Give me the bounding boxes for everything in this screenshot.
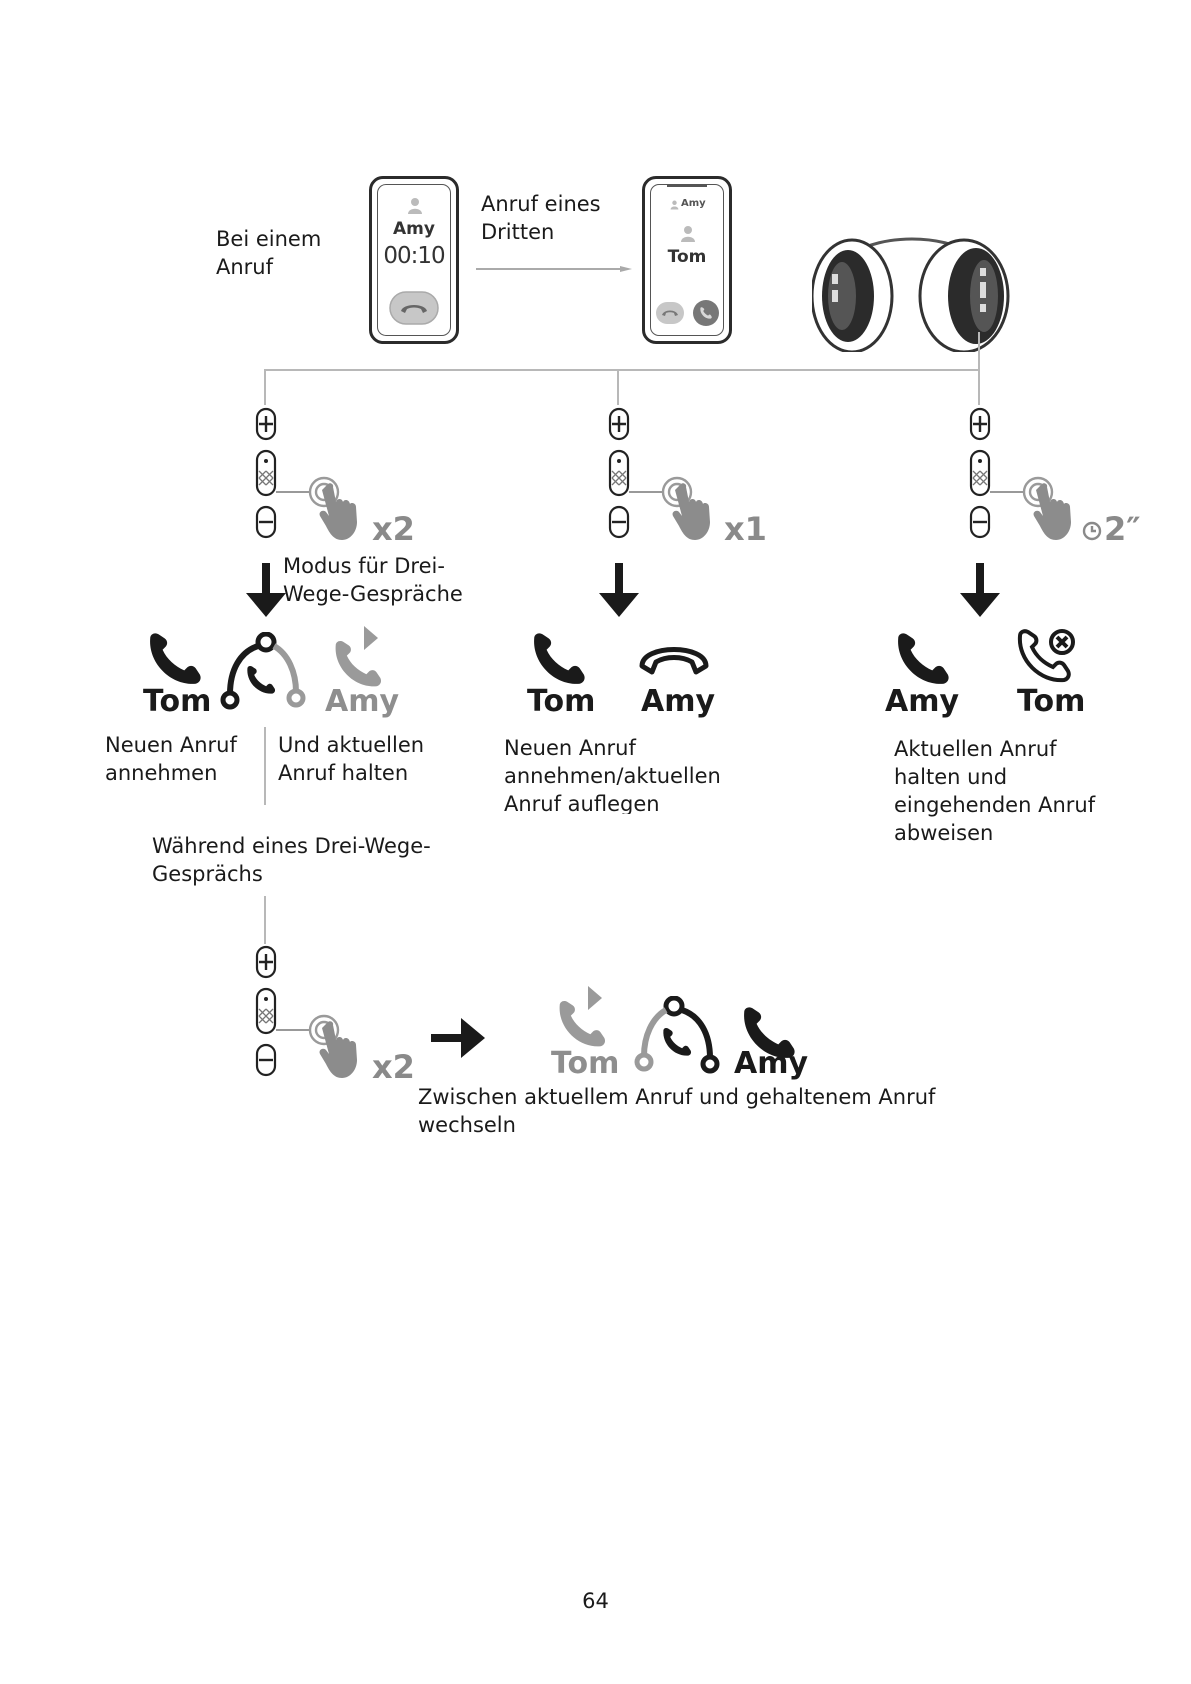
tap-hand-icon <box>661 476 721 546</box>
tap-hand-icon <box>308 476 368 546</box>
headphone-controls-icon <box>254 945 278 1077</box>
phone-call-timer: 00:10 <box>383 243 445 269</box>
branch-line <box>264 369 980 371</box>
headphone-controls-icon <box>254 407 278 539</box>
active-call-icon <box>528 630 590 688</box>
arrow-down-icon <box>244 563 288 619</box>
contact-avatar-icon <box>681 226 695 242</box>
arrow-down-icon <box>958 563 1002 619</box>
phone-caller-name: Tom <box>667 247 707 267</box>
caller-name-active: Tom <box>527 684 596 719</box>
branch-drop-right <box>978 332 980 405</box>
hang-up-icon <box>639 647 709 675</box>
during-call-label: Bei einem Anruf <box>216 227 322 279</box>
caller-name-active: Tom <box>143 684 212 719</box>
caption-switch-calls: Zwischen aktuellem Anruf und gehaltenem … <box>418 1085 936 1137</box>
caller-name-active: Amy <box>885 684 960 719</box>
call-rejected-icon <box>1017 629 1075 683</box>
controls-connector <box>276 491 310 493</box>
branch-drop-left <box>264 369 266 405</box>
controls-connector <box>990 491 1024 493</box>
caption-accept-end: Neuen Anruf annehmen/aktuellen Anruf auf… <box>504 736 721 814</box>
small-avatar-icon <box>670 200 679 210</box>
caption-hold-reject: Aktuellen Anruf halten und eingehenden A… <box>894 737 1096 845</box>
active-call-icon <box>144 630 206 688</box>
contact-avatar-icon <box>408 198 422 214</box>
caption-accept-new: Neuen Anruf annehmen <box>105 733 237 785</box>
press-count-label: x2 <box>372 1048 415 1086</box>
page-number: 64 <box>582 1589 609 1613</box>
bottom-connector <box>264 896 266 944</box>
press-duration-label: 2″ <box>1104 510 1141 548</box>
headphone-controls-icon <box>607 407 631 539</box>
phone-caller-name: Amy <box>393 219 435 239</box>
branch-drop-mid <box>617 369 619 405</box>
end-call-button-icon <box>389 291 439 325</box>
clock-icon <box>1082 521 1102 541</box>
transition-arrow-tip <box>620 266 632 272</box>
press-count-label: x1 <box>724 510 767 548</box>
headphones-image <box>812 237 1010 352</box>
caption-hold-current: Und aktuellen Anruf halten <box>278 733 425 785</box>
caller-name-ended: Amy <box>641 684 716 719</box>
controls-connector <box>276 1029 310 1031</box>
arrow-down-icon <box>597 563 641 619</box>
decline-button-icon <box>656 302 684 324</box>
three-way-mode-label: Modus für Drei- Wege-Gespräche <box>283 554 463 606</box>
arrow-right-icon <box>431 1018 485 1058</box>
transition-line <box>476 268 628 270</box>
tap-hand-icon <box>1022 476 1082 546</box>
caption-divider <box>264 727 266 805</box>
controls-connector <box>629 491 663 493</box>
caller-name-rejected: Tom <box>1017 684 1086 719</box>
phone-incoming-call: Amy Tom <box>642 176 732 344</box>
caller-name-hold: Tom <box>551 1046 620 1081</box>
active-call-icon <box>892 630 954 688</box>
headphone-controls-icon <box>968 407 992 539</box>
switch-handset-icon <box>244 664 278 696</box>
accept-button-icon <box>693 300 719 326</box>
held-call-icon <box>335 626 382 687</box>
held-call-icon <box>559 986 606 1047</box>
switch-handset-icon <box>660 1026 694 1058</box>
caller-name-hold: Amy <box>325 684 400 719</box>
phone-active-call: Amy 00:10 <box>369 176 459 344</box>
press-count-label: x2 <box>372 510 415 548</box>
phone-waiting-caller: Amy <box>681 198 706 209</box>
third-party-label: Anruf eines Dritten <box>481 192 601 244</box>
caller-name-active: Amy <box>734 1046 809 1081</box>
three-way-section-label: Während eines Drei-Wege- Gesprächs <box>152 834 431 886</box>
phone-notch <box>667 184 707 187</box>
tap-hand-icon <box>308 1014 368 1084</box>
